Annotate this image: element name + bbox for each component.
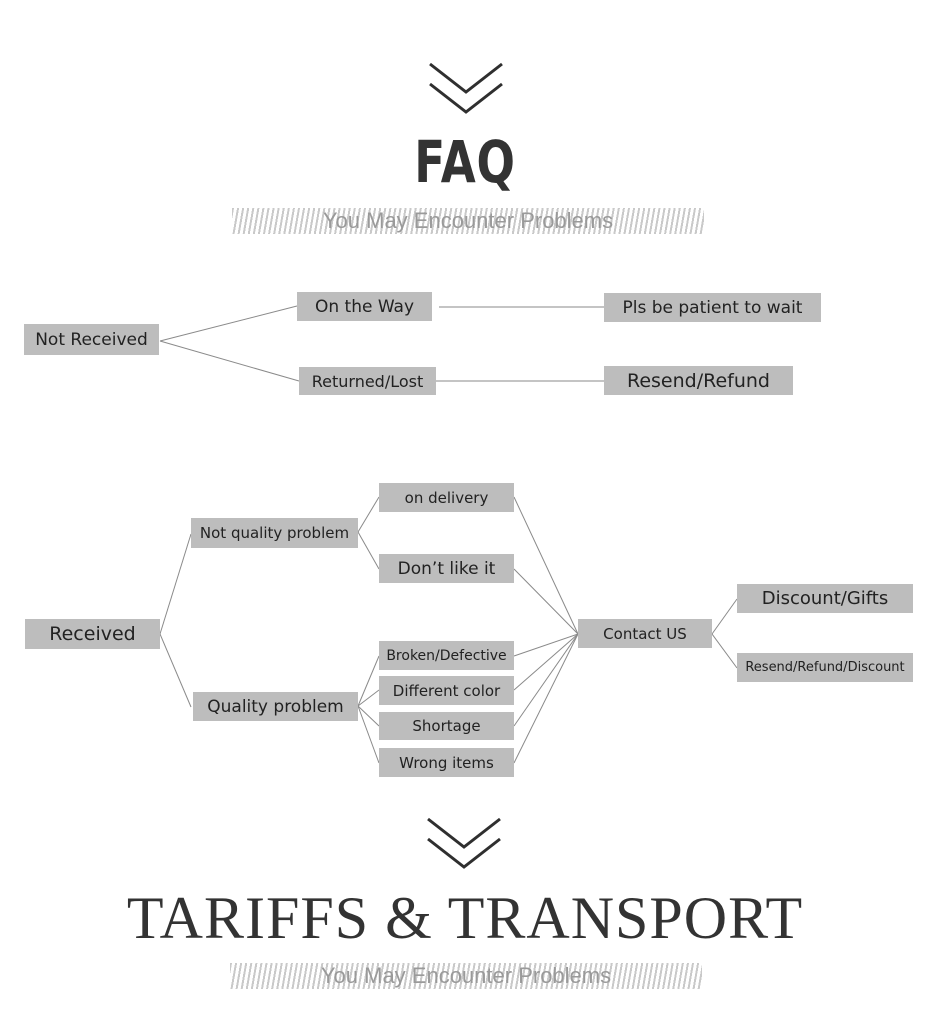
node-wrong-items: Wrong items — [379, 748, 514, 777]
node-discount-gifts: Discount/Gifts — [737, 584, 913, 613]
faq-subtitle: You May Encounter Problems — [322, 208, 614, 233]
node-resend-refund-discount: Resend/Refund/Discount — [737, 653, 913, 682]
tariffs-subtitle: You May Encounter Problems — [320, 963, 612, 988]
node-on-delivery: on delivery — [379, 483, 514, 512]
chevron-down-icon — [427, 817, 501, 869]
node-on-the-way: On the Way — [297, 292, 432, 321]
chevron-down-icon — [429, 62, 503, 114]
node-shortage: Shortage — [379, 712, 514, 740]
node-contact-us: Contact US — [578, 619, 712, 648]
node-different-color: Different color — [379, 676, 514, 705]
node-dont-like-it: Don’t like it — [379, 554, 514, 583]
node-resend-refund: Resend/Refund — [604, 366, 793, 395]
node-received: Received — [25, 619, 160, 649]
node-pls-be-patient: Pls be patient to wait — [604, 293, 821, 322]
node-not-received: Not Received — [24, 324, 159, 355]
node-not-quality-problem: Not quality problem — [191, 518, 358, 548]
tariffs-title: TARIFFS & TRANSPORT — [126, 885, 804, 951]
node-quality-problem: Quality problem — [193, 692, 358, 721]
node-broken-defective: Broken/Defective — [379, 641, 514, 670]
tariffs-subtitle-banner: You May Encounter Problems — [230, 963, 702, 989]
node-returned-lost: Returned/Lost — [299, 367, 436, 395]
faq-subtitle-banner: You May Encounter Problems — [232, 208, 704, 234]
faq-title: FAQ — [414, 128, 516, 196]
